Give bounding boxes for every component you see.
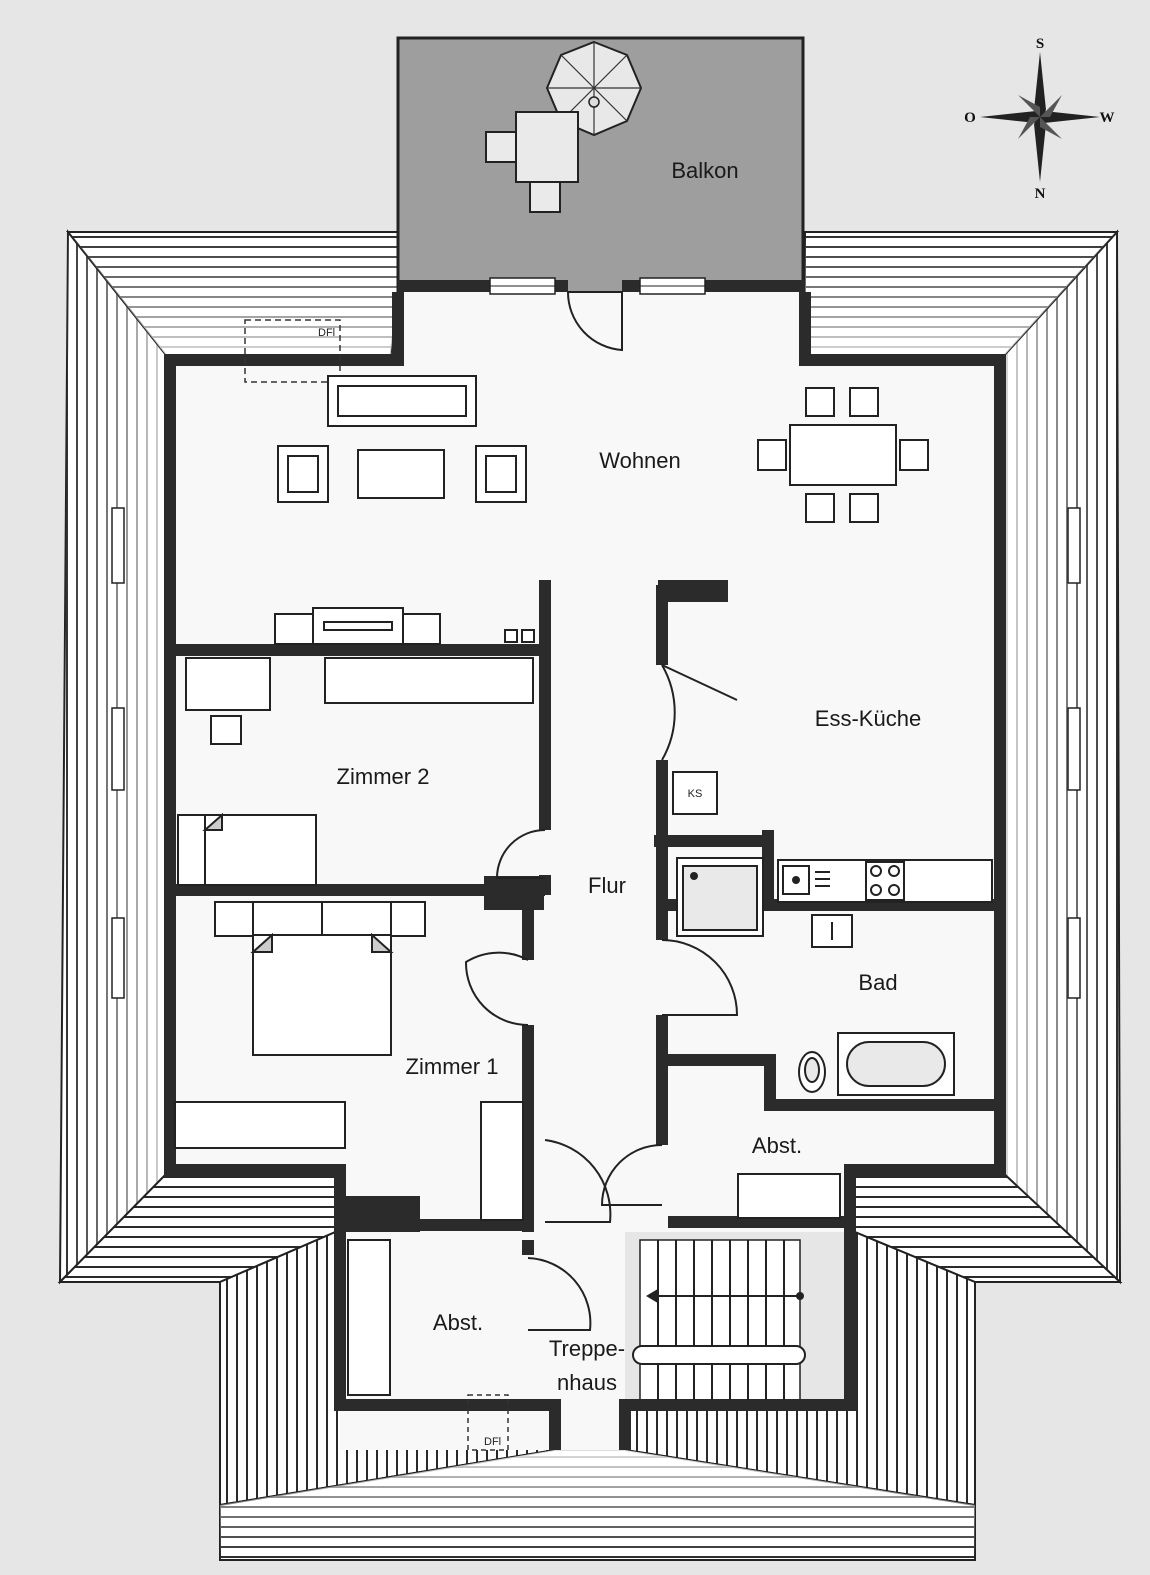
sofa <box>327 375 477 427</box>
room-label-wohnen: Wohnen <box>599 448 681 473</box>
dining-chair <box>849 493 879 523</box>
dining-chair <box>805 493 835 523</box>
compass-east: O <box>964 110 976 126</box>
desk <box>185 657 271 711</box>
armchair <box>277 445 329 503</box>
dining-chair <box>757 439 787 471</box>
windows <box>111 277 1081 999</box>
compass-west: W <box>1100 110 1115 126</box>
staircase <box>632 1240 806 1400</box>
desk-chair <box>210 715 242 745</box>
room-label-zimmer2: Zimmer 2 <box>337 764 430 789</box>
doors <box>464 291 739 1331</box>
living-furniture <box>277 375 929 523</box>
kitchen-furniture: KS <box>672 771 993 903</box>
room-label-treppenhaus-2: nhaus <box>557 1370 617 1395</box>
fridge-label: KS <box>688 788 703 800</box>
roof-window-label: DFl <box>318 327 335 339</box>
room-label-abst-right: Abst. <box>752 1133 802 1158</box>
storage-shelf <box>347 1239 391 1396</box>
compass-rose-icon: S N O W <box>964 36 1114 202</box>
dining-table <box>789 424 897 486</box>
room-label-abst-left: Abst. <box>433 1310 483 1335</box>
room-label-flur: Flur <box>588 873 626 898</box>
balcony-chair <box>529 181 561 213</box>
room1-furniture <box>174 901 524 1221</box>
room-label-ess-kueche: Ess-Küche <box>815 706 921 731</box>
storage-shelf <box>737 1173 841 1219</box>
balcony-table <box>515 111 579 183</box>
double-bed <box>252 934 392 1056</box>
compass-north: N <box>1035 186 1046 202</box>
roof-window-top: DFl <box>244 319 341 383</box>
wardrobe <box>324 657 534 704</box>
room-label-zimmer1: Zimmer 1 <box>406 1054 499 1079</box>
roof-window-bottom: DFl <box>467 1394 509 1451</box>
wardrobe <box>174 1101 346 1149</box>
room-label-treppenhaus-1: Treppe- <box>549 1336 625 1361</box>
bed <box>177 814 317 886</box>
roof-window-label: DFl <box>484 1436 501 1448</box>
fridge <box>672 771 718 815</box>
room2-furniture <box>177 607 535 886</box>
dining-chair <box>899 439 929 471</box>
room-label-bad: Bad <box>858 970 897 995</box>
coffee-table <box>357 449 445 499</box>
dining-chair <box>805 387 835 417</box>
bath-furniture <box>676 857 955 1096</box>
dining-chair <box>849 387 879 417</box>
sink <box>782 865 810 895</box>
walls <box>164 280 1006 1450</box>
shelf <box>480 1101 524 1221</box>
compass-south: S <box>1036 36 1044 52</box>
room-label-balkon: Balkon <box>671 158 738 183</box>
balcony: Balkon <box>396 36 805 295</box>
balcony-chair <box>485 131 517 163</box>
armchair <box>475 445 527 503</box>
